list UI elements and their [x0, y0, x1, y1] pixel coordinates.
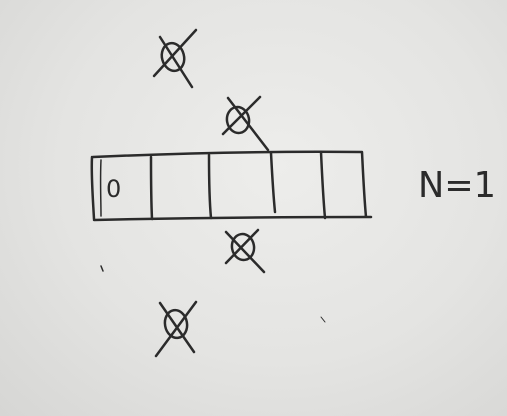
array-cell-divider: [319, 150, 327, 220]
crossed-empty-set-icon: [221, 95, 270, 152]
array-cell-divider: [269, 151, 277, 214]
array-cell-divider: [207, 153, 213, 220]
stray-mark: [100, 265, 104, 272]
array-cell-divider: [149, 155, 154, 221]
array-boxes: [90, 150, 373, 222]
crossed-empty-set-icon: [154, 300, 198, 358]
array-cell-0: 0: [106, 175, 121, 203]
crossed-empty-set-icon: [224, 228, 266, 274]
handwritten-note: N=1: [418, 165, 496, 206]
crossed-empty-set-icon: [152, 28, 198, 89]
stray-mark: [320, 316, 326, 323]
